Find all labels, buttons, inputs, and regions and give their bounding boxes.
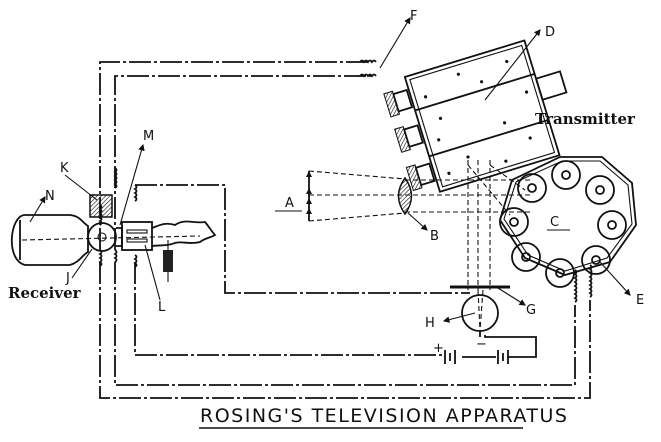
wire-receiver-to-e-1 [114, 262, 576, 386]
coil-k-right [113, 167, 118, 189]
battery-plus-sign: + [433, 341, 444, 356]
receiver-condenser-l [121, 221, 153, 251]
condenser-plate-bottom [126, 238, 148, 243]
battery-minus-sign: − [476, 337, 487, 352]
leader-f [379, 17, 411, 69]
receiver-label: Receiver [8, 284, 82, 302]
optics [275, 160, 530, 290]
f-winding-3 [405, 164, 423, 192]
leader-b [407, 212, 428, 231]
coil-k-block [89, 194, 113, 218]
mirror-drum-c [499, 156, 637, 288]
object-arrow-heads [306, 171, 312, 214]
leader-j [71, 248, 93, 279]
coil-l-bottom [133, 254, 138, 268]
receiver-cathode-end [151, 220, 217, 247]
leader-m [119, 143, 145, 226]
leader-lines [29, 17, 631, 323]
label-n: N [45, 189, 55, 204]
coil-e-2 [588, 264, 593, 298]
coil-f-1 [359, 59, 377, 64]
leader-l [144, 244, 161, 301]
label-f: F [410, 9, 417, 24]
ray-diag-2 [489, 164, 526, 191]
coil-m-top [133, 184, 138, 202]
wire-k-to-f-inner [114, 75, 372, 250]
coil-e-1 [573, 269, 578, 303]
wire-h-to-battery [484, 335, 537, 358]
coil-j-bottom-1 [98, 249, 103, 267]
receiver-bulb-n [10, 214, 89, 266]
receiver-tube [10, 194, 217, 282]
leader-h [442, 312, 476, 323]
label-a: A [285, 196, 294, 211]
drum-mirrors [499, 160, 627, 288]
photocell-ray-1 [477, 289, 481, 331]
drum-octagon [499, 156, 637, 276]
transmitter-d [383, 39, 568, 193]
label-m: M [143, 129, 154, 144]
label-e: E [636, 293, 644, 308]
leader-k [64, 174, 98, 201]
drum-octagon-inner [503, 160, 633, 272]
label-h: H [425, 316, 435, 331]
ray-top [308, 170, 406, 180]
leader-e [599, 261, 631, 296]
label-l: L [158, 300, 166, 315]
ray-bottom [308, 212, 406, 222]
wire-m-to-g [135, 184, 470, 294]
receiver-anode-cell [163, 250, 173, 272]
leader-d [484, 29, 541, 101]
label-d: D [545, 25, 555, 40]
transmitter-label: Transmitter [535, 110, 636, 128]
label-k: K [60, 161, 69, 176]
receiver-ring-j [87, 222, 117, 252]
f-winding-1 [383, 90, 401, 118]
leader-n [29, 196, 46, 223]
label-j: J [65, 271, 70, 286]
leader-g [497, 287, 526, 306]
photocell-ray-2 [479, 289, 484, 331]
transmitter-divider-2 [428, 118, 549, 158]
label-b: B [430, 229, 439, 244]
transmitter-rivets [423, 59, 532, 175]
coil-j-bottom-2 [113, 249, 118, 263]
receiver-beam [21, 235, 201, 241]
labels: A B C D E F G H J K L M N + − Transmitte… [8, 9, 644, 429]
lens-b [397, 176, 413, 216]
receiver-neck [116, 227, 123, 247]
transmitter-divider-1 [414, 73, 535, 112]
f-winding-2 [394, 125, 411, 153]
ray-diag-1 [467, 164, 511, 216]
label-c: C [550, 215, 559, 230]
condenser-plate-top [126, 229, 148, 234]
transmitter-shaft [534, 70, 568, 101]
batteries [444, 350, 509, 364]
transmitter-inner-frame [409, 44, 556, 188]
receiver-ring-center [97, 232, 107, 242]
wires [99, 61, 591, 399]
wire-receiver-to-e-2 [99, 262, 591, 399]
figure-title: ROSING'S TELEVISION APPARATUS [200, 405, 568, 427]
photocell [450, 285, 510, 337]
wire-k-to-f-outer [99, 61, 372, 250]
label-g: G [526, 303, 536, 318]
coil-f-2 [359, 73, 377, 78]
wire-l-to-battery [134, 262, 445, 356]
